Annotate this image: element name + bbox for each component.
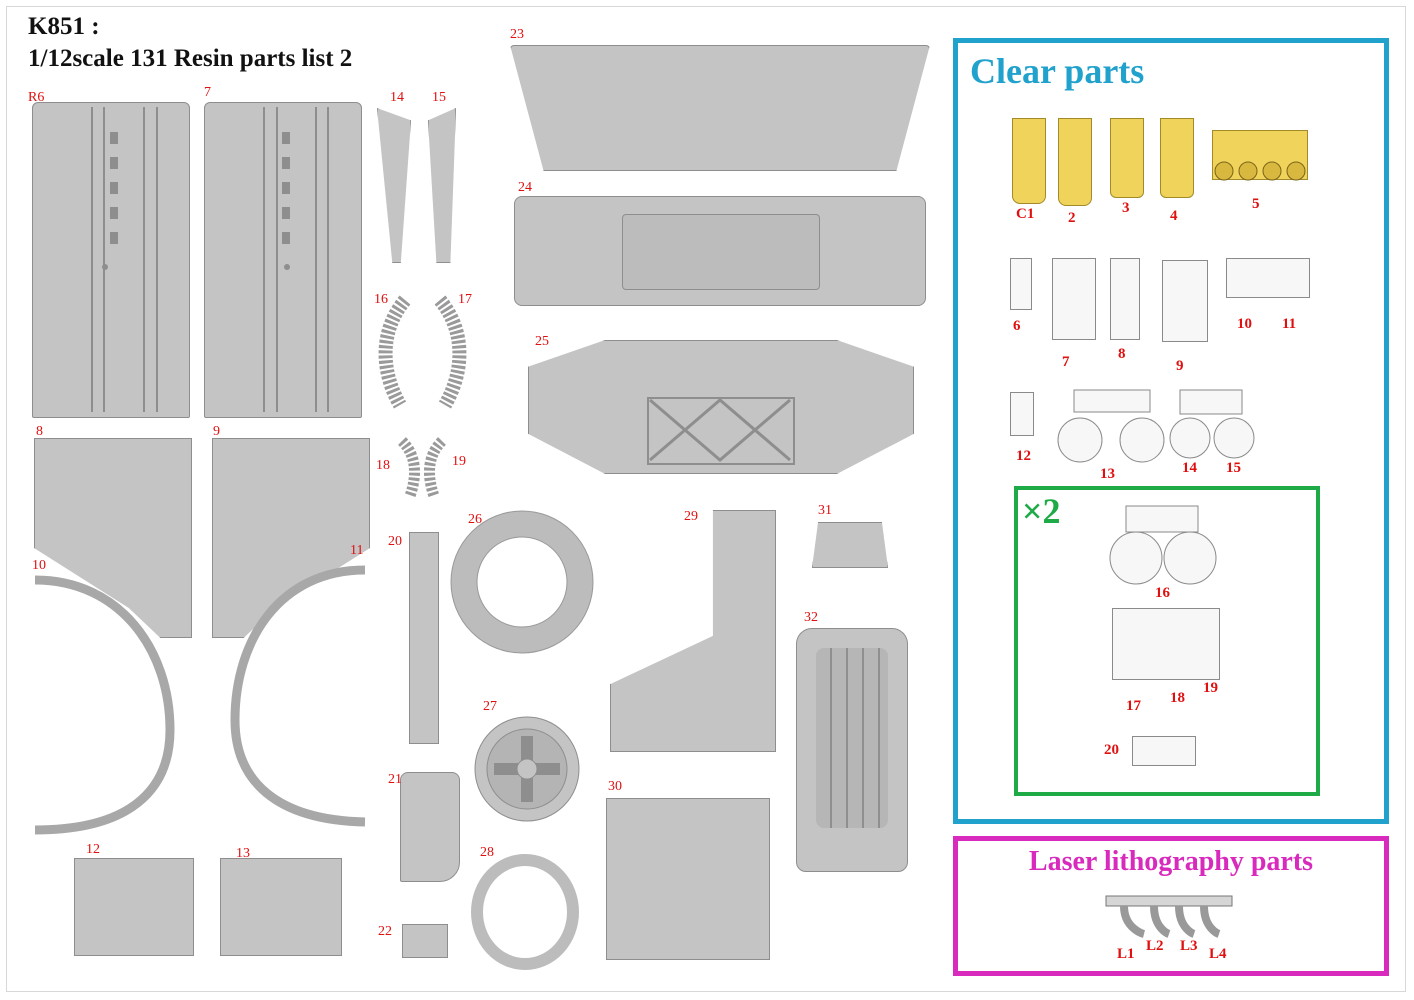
clear-label-10: 10 xyxy=(1237,316,1252,332)
resin-part-30 xyxy=(606,798,770,960)
resin-part-23 xyxy=(510,45,930,171)
x2-label-19: 19 xyxy=(1203,680,1218,696)
part-label-31: 31 xyxy=(818,503,832,518)
resin-part-13 xyxy=(220,858,342,956)
clear-part-c1 xyxy=(1012,118,1046,204)
page-title: 1/12scale 131 Resin parts list 2 xyxy=(28,45,353,72)
clear-label-3: 3 xyxy=(1122,200,1130,216)
resin-part-7 xyxy=(204,102,362,418)
clear-label-14: 14 xyxy=(1182,460,1197,476)
clear-label-12: 12 xyxy=(1016,448,1031,464)
door-panel-details xyxy=(91,107,329,412)
clear-part-20 xyxy=(1132,736,1196,766)
part-label-13: 13 xyxy=(236,846,250,861)
resin-part-27-wheel xyxy=(474,716,580,822)
x2-label-16: 16 xyxy=(1155,585,1170,601)
kit-code: K851 : xyxy=(28,13,100,40)
resin-part-18-19-hoses xyxy=(397,437,447,498)
clear-part-5-lenses xyxy=(1214,161,1306,181)
part-label-20: 20 xyxy=(388,534,402,549)
resin-part-16-17-hoses xyxy=(378,295,467,409)
laser-label-l3: L3 xyxy=(1180,938,1198,954)
part-label-30: 30 xyxy=(608,779,622,794)
resin-part-10-11-arches xyxy=(34,565,366,835)
clear-label-15: 15 xyxy=(1226,460,1241,476)
part-label-8: 8 xyxy=(36,424,43,439)
part-label-14: 14 xyxy=(390,90,404,105)
clear-label-2: 2 xyxy=(1068,210,1076,226)
clear-part-6 xyxy=(1010,258,1032,310)
clear-part-8 xyxy=(1110,258,1140,340)
part-label-22: 22 xyxy=(378,924,392,939)
laser-label-l4: L4 xyxy=(1209,946,1227,962)
resin-part-25-xbrace xyxy=(647,397,795,465)
part-label-10: 10 xyxy=(32,558,46,573)
part-label-27: 27 xyxy=(483,699,497,714)
clear-parts-heading: Clear parts xyxy=(970,51,1145,91)
clear-part-16-lenses xyxy=(1109,505,1217,585)
part-label-19: 19 xyxy=(452,454,466,469)
clear-label-5: 5 xyxy=(1252,196,1260,212)
clear-parts-box xyxy=(953,38,1389,824)
laser-label-l2: L2 xyxy=(1146,938,1164,954)
clear-label-7: 7 xyxy=(1062,354,1070,370)
resin-part-24-window xyxy=(622,214,820,290)
clear-part-10-11 xyxy=(1226,258,1310,298)
x2-heading: ×2 xyxy=(1022,491,1061,531)
laser-label-l1: L1 xyxy=(1117,946,1135,962)
resin-part-20 xyxy=(409,532,439,744)
clear-part-9 xyxy=(1162,260,1208,342)
part-label-32: 32 xyxy=(804,610,818,625)
part-label-24: 24 xyxy=(518,180,532,195)
resin-part-31 xyxy=(812,522,888,568)
part-label-r6: R6 xyxy=(28,90,45,105)
part-label-16: 16 xyxy=(374,292,388,307)
resin-part-22 xyxy=(402,924,448,958)
part-label-23: 23 xyxy=(510,27,524,42)
part-label-11: 11 xyxy=(350,543,364,558)
clear-label-9: 9 xyxy=(1176,358,1184,374)
part-label-28: 28 xyxy=(480,845,494,860)
resin-part-r6 xyxy=(32,102,190,418)
part-label-17: 17 xyxy=(458,292,472,307)
laser-part-l1-l4 xyxy=(1105,895,1233,938)
clear-part-4 xyxy=(1160,118,1194,198)
clear-part-12 xyxy=(1010,392,1034,436)
laser-parts-box xyxy=(953,836,1389,976)
x2-label-18: 18 xyxy=(1170,690,1185,706)
x2-label-17: 17 xyxy=(1126,698,1141,714)
resin-part-25 xyxy=(528,340,914,474)
resin-part-21 xyxy=(400,772,460,882)
clear-part-2 xyxy=(1058,118,1092,206)
clear-label-6: 6 xyxy=(1013,318,1021,334)
page-frame xyxy=(6,6,1406,992)
part-label-29: 29 xyxy=(684,509,698,524)
part-label-25: 25 xyxy=(535,334,549,349)
part-label-12: 12 xyxy=(86,842,100,857)
x2-label-20: 20 xyxy=(1104,742,1119,758)
clear-part-7 xyxy=(1052,258,1096,340)
clear-part-17-18-19 xyxy=(1112,608,1220,680)
clear-label-11: 11 xyxy=(1282,316,1297,332)
clear-label-8: 8 xyxy=(1118,346,1126,362)
part-label-26: 26 xyxy=(468,512,482,527)
resin-part-26-tyre xyxy=(450,510,594,654)
resin-part-12 xyxy=(74,858,194,956)
part-label-18: 18 xyxy=(376,458,390,473)
laser-parts-heading: Laser lithography parts xyxy=(1028,846,1314,877)
clear-part-3 xyxy=(1110,118,1144,198)
part-label-21: 21 xyxy=(388,772,402,787)
resin-part-28-ring xyxy=(471,854,579,970)
part-label-15: 15 xyxy=(432,90,446,105)
clear-part-14-15-lenses xyxy=(1169,389,1255,459)
part-label-7: 7 xyxy=(204,85,211,100)
clear-label-4: 4 xyxy=(1170,208,1178,224)
part-label-9: 9 xyxy=(213,424,220,439)
resin-part-32-cushion xyxy=(816,648,888,828)
clear-label-c1: C1 xyxy=(1016,206,1035,222)
clear-label-13: 13 xyxy=(1100,466,1115,482)
x2-parts-box xyxy=(1014,486,1320,796)
clear-part-13-discs xyxy=(1057,389,1165,463)
